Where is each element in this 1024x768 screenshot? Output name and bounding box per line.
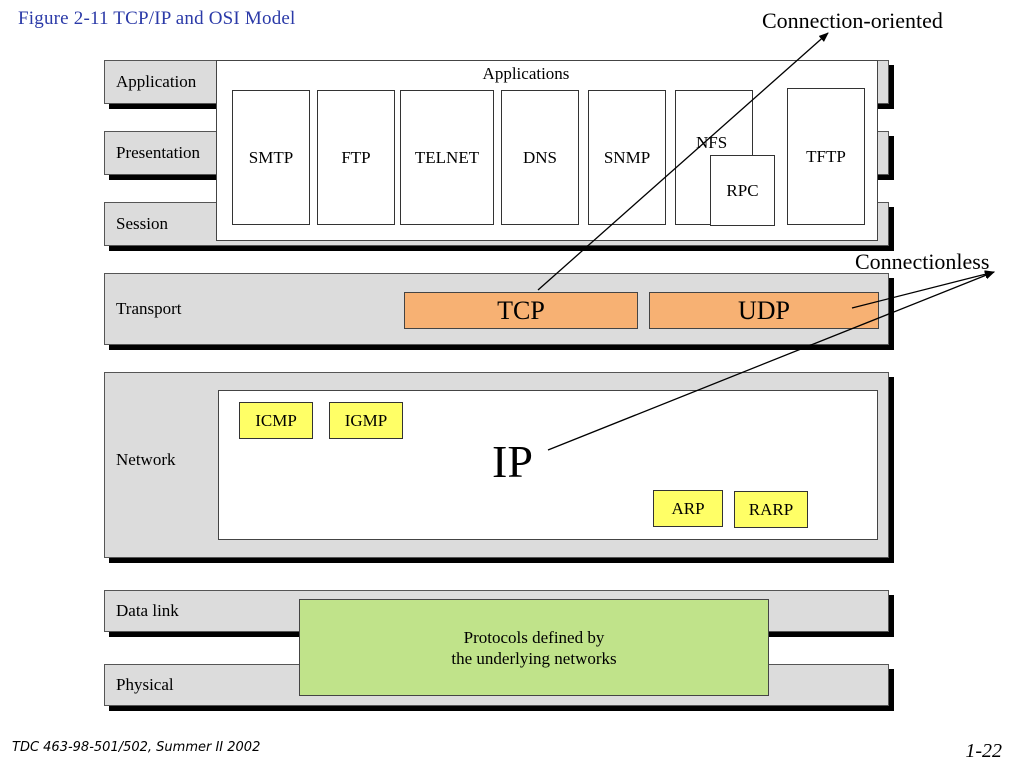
smtp-box: SMTP <box>232 90 310 225</box>
underlying-line-2: the underlying networks <box>451 648 617 668</box>
presentation-layer-label: Presentation <box>116 143 201 162</box>
session-layer-label: Session <box>116 214 168 233</box>
snmp-box: SNMP <box>588 90 666 225</box>
physical-layer-label: Physical <box>116 675 174 694</box>
ftp-box: FTP <box>317 90 395 225</box>
rpc-box: RPC <box>710 155 775 226</box>
underlying-networks-box: Protocols defined by the underlying netw… <box>299 599 769 696</box>
dns-box: DNS <box>501 90 579 225</box>
igmp-box: IGMP <box>329 402 403 439</box>
ip-label: IP <box>492 436 533 487</box>
telnet-box: TELNET <box>400 90 494 225</box>
applications-heading: Applications <box>482 64 570 83</box>
arp-box: ARP <box>653 490 723 527</box>
application-layer-label: Application <box>116 72 197 91</box>
rarp-box: RARP <box>734 491 808 528</box>
connectionless-label: Connectionless <box>855 249 990 274</box>
data-link-layer-label: Data link <box>116 601 179 620</box>
tcp-box: TCP <box>404 292 638 329</box>
underlying-line-1: Protocols defined by <box>463 627 605 647</box>
figure-title: Figure 2-11 TCP/IP and OSI Model <box>18 8 296 29</box>
network-layer-label: Network <box>116 450 176 469</box>
footer-course: TDC 463-98-501/502, Summer II 2002 <box>12 740 261 755</box>
connection-oriented-label: Connection-oriented <box>762 8 943 33</box>
page-number: 1-22 <box>965 740 1002 762</box>
udp-box: UDP <box>649 292 879 329</box>
transport-layer-label: Transport <box>116 299 182 318</box>
icmp-box: ICMP <box>239 402 313 439</box>
tftp-box: TFTP <box>787 88 865 225</box>
